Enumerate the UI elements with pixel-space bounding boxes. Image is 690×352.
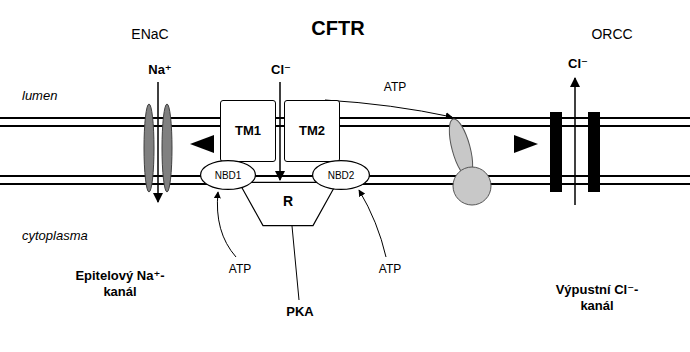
triangle-arrowhead — [190, 135, 214, 153]
nucleotide-binding-domain: NBD1 — [200, 160, 256, 190]
compartment-label: lumen — [22, 88, 57, 104]
ion-flow-arrow — [157, 82, 159, 202]
channel-description: Výpustní Cl⁻-kanál — [550, 282, 645, 313]
enac-subunit — [162, 104, 172, 192]
channel-description: Epitelový Na⁺-kanál — [73, 268, 168, 299]
node-text: NBD2 — [328, 170, 355, 181]
node-text: R — [283, 194, 293, 209]
kinase-label: PKA — [286, 304, 313, 320]
trapezoid-shape — [239, 182, 337, 225]
enac-subunit — [144, 104, 154, 192]
nucleotide-binding-domain: NBD2 — [312, 160, 370, 190]
transmembrane-domain: TM1 — [220, 100, 276, 162]
ion-flow-arrow — [279, 82, 281, 180]
regulatory-domain: R — [238, 182, 338, 226]
orcc-subunit — [588, 112, 600, 192]
ellipse-shape — [313, 161, 370, 190]
atp-arrow — [217, 192, 236, 257]
atp-arrow — [359, 190, 386, 257]
ion-label: Cl⁻ — [568, 56, 588, 72]
orcc-subunit — [550, 112, 562, 192]
node-text: TM1 — [235, 124, 261, 138]
ellipse-shape — [201, 161, 256, 190]
atp-label: ATP — [379, 262, 401, 276]
transmembrane-domain: TM2 — [284, 100, 340, 162]
ion-label: Cl⁻ — [271, 62, 291, 78]
ion-flow-arrow — [574, 78, 576, 205]
atp-label: ATP — [229, 262, 251, 276]
compartment-label: cytoplasma — [22, 228, 88, 244]
channel-name: ORCC — [591, 26, 632, 43]
channel-name: ENaC — [131, 26, 168, 43]
triangle-arrowhead — [514, 135, 538, 153]
regulator-protein — [453, 167, 491, 205]
diagram-title: CFTR — [311, 16, 364, 40]
atp-arrow — [325, 100, 452, 117]
membrane-line — [0, 125, 690, 127]
pka-leader-line — [292, 226, 299, 300]
atp-label: ATP — [384, 80, 406, 94]
membrane-line — [0, 117, 690, 119]
node-text: NBD1 — [215, 170, 242, 181]
node-text: TM2 — [299, 124, 325, 138]
ion-label: Na⁺ — [148, 62, 171, 78]
